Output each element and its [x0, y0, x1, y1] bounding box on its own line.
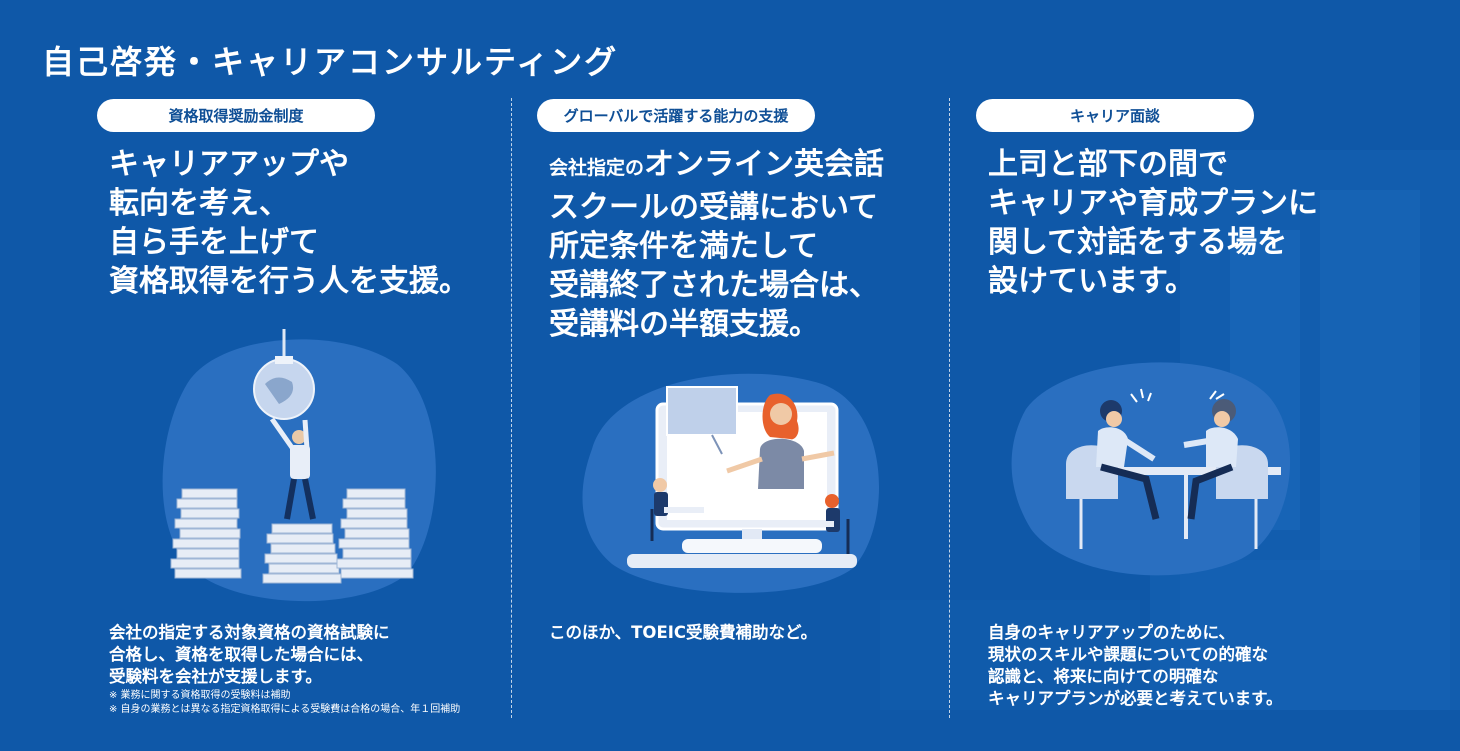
online-class-illustration: [582, 373, 880, 593]
body-line: 受験料を会社が支援します。: [109, 667, 322, 686]
body-line: 自身のキャリアアップのために、: [988, 623, 1236, 642]
lead-line: 上司と部下の間で: [988, 147, 1228, 182]
body-line: 会社の指定する対象資格の資格試験に: [109, 623, 390, 642]
lead-line: 資格取得を行う人を支援。: [109, 264, 469, 299]
global-support-body: このほか、TOEIC受験費補助など。: [549, 622, 817, 644]
lead-line: 転向を考え、: [109, 186, 289, 221]
note-line: ※ 自身の業務とは異なる指定資格取得による受験費は合格の場合、年１回補助: [109, 704, 461, 715]
lead-line: 所定条件を満たして: [549, 229, 819, 264]
career-interview-pill: キャリア面談: [976, 99, 1254, 132]
global-support-lead: 会社指定のオンライン英会話 スクールの受講において 所定条件を満たして 受講終了…: [549, 145, 884, 344]
career-meeting-illustration: [1011, 362, 1291, 576]
note-line: ※ 業務に関する資格取得の受験料は補助: [109, 690, 291, 701]
qualification-support-lead: キャリアアップや 転向を考え、 自ら手を上げて 資格取得を行う人を支援。: [109, 145, 469, 301]
lead-line: キャリアや育成プランに: [988, 186, 1318, 221]
career-interview-lead: 上司と部下の間で キャリアや育成プランに 関して対話をする場を 設けています。: [988, 145, 1318, 301]
column-divider-1: [511, 98, 512, 718]
body-line: 現状のスキルや課題についての的確な: [988, 645, 1269, 664]
body-line: 合格し、資格を取得した場合には、: [109, 645, 373, 664]
lead-line: 関して対話をする場を: [988, 225, 1288, 260]
global-support-pill: グローバルで活躍する能力の支援: [537, 99, 815, 132]
qualification-support-notes: ※ 業務に関する資格取得の受験料は補助 ※ 自身の業務とは異なる指定資格取得によ…: [109, 689, 460, 717]
qualification-support-body: 会社の指定する対象資格の資格試験に 合格し、資格を取得した場合には、 受験料を会…: [109, 622, 390, 688]
page-title: 自己啓発・キャリアコンサルティング: [42, 43, 619, 82]
lead-line: キャリアアップや: [109, 147, 349, 182]
body-line: 認識と、将来に向けての明確な: [988, 667, 1219, 686]
lead-line: 受講料の半額支援。: [549, 307, 819, 342]
lead-line: 自ら手を上げて: [109, 225, 319, 260]
lead-line: オンライン英会話: [644, 147, 885, 182]
career-interview-body: 自身のキャリアアップのために、 現状のスキルや課題についての的確な 認識と、将来…: [988, 622, 1283, 710]
lead-line: 設けています。: [988, 264, 1195, 299]
lead-prefix: 会社指定の: [549, 157, 645, 179]
lead-line: 受講終了された場合は、: [549, 268, 879, 303]
lightbulb-books-illustration: [162, 329, 436, 602]
qualification-support-pill: 資格取得奨励金制度: [97, 99, 375, 132]
lead-line: スクールの受講において: [549, 190, 879, 225]
body-line: このほか、TOEIC受験費補助など。: [549, 623, 818, 642]
body-line: キャリアプランが必要と考えています。: [988, 689, 1283, 708]
column-divider-2: [949, 98, 950, 718]
